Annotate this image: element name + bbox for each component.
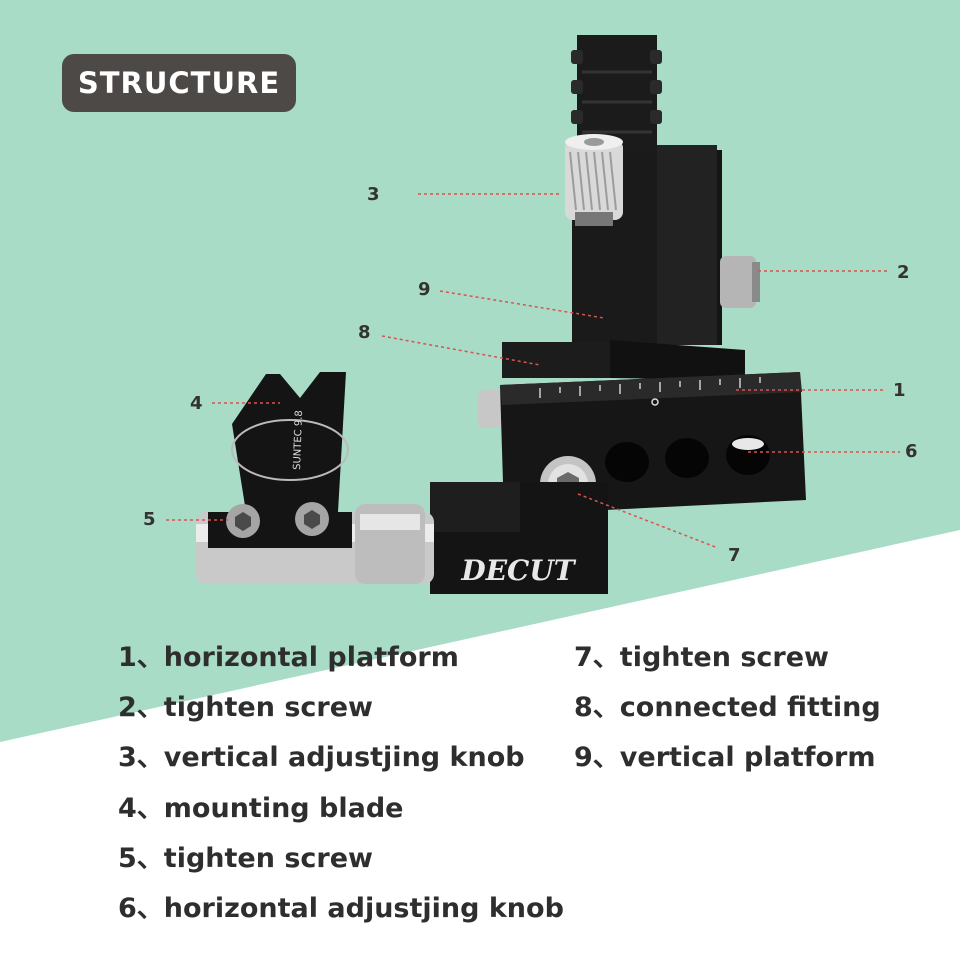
callout-1: 1 <box>893 380 906 401</box>
blade-marking: SUNTEC 9.8 <box>292 410 305 470</box>
callout-5: 5 <box>143 509 156 530</box>
leader-9 <box>439 290 605 319</box>
leader-lines <box>166 193 900 549</box>
title-badge: STRUCTURE <box>62 54 296 112</box>
side-tighten-screw <box>720 256 760 308</box>
callout-8: 8 <box>358 322 371 343</box>
blade-tighten-screws <box>226 502 329 538</box>
callout-7: 7 <box>728 545 741 566</box>
callout-3: 3 <box>367 184 380 205</box>
callout-6: 6 <box>905 441 918 462</box>
leader-8 <box>381 335 541 366</box>
connected-fitting <box>502 340 745 380</box>
callout-2: 2 <box>897 262 910 283</box>
legend-item-3: 3、vertical adjustjing knob <box>118 742 525 773</box>
vertical-adjusting-knob <box>565 134 623 226</box>
legend-item-4: 4、mounting blade <box>118 793 404 824</box>
legend-item-8: 8、connected fitting <box>574 692 881 723</box>
legend-item-5: 5、tighten screw <box>118 843 373 874</box>
decut-clamp-block: DECUT <box>430 482 608 594</box>
callout-9: 9 <box>418 279 431 300</box>
legend-item-2: 2、tighten screw <box>118 692 373 723</box>
legend-item-1: 1、horizontal platform <box>118 642 459 673</box>
callout-4: 4 <box>190 393 203 414</box>
legend-item-9: 9、vertical platform <box>574 742 876 773</box>
legend-item-6: 6、horizontal adjustjing knob <box>118 893 564 924</box>
brand-label: DECUT <box>460 554 576 587</box>
leader-7 <box>577 493 719 549</box>
legend-item-7: 7、tighten screw <box>574 642 829 673</box>
